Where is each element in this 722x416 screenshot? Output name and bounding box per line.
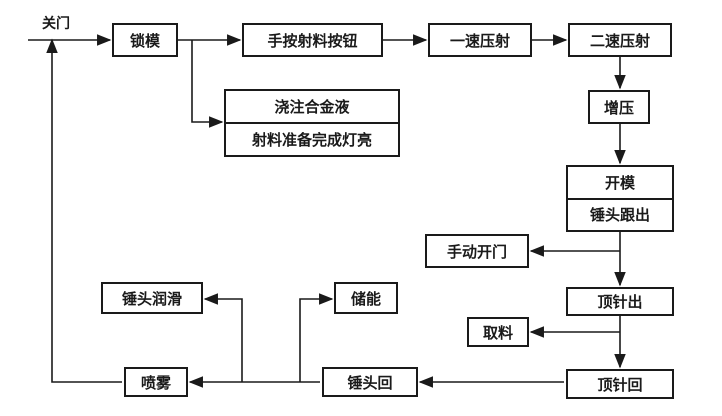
node-plunger-lubrication: 锤头润滑 — [101, 282, 203, 314]
node-manual-shot-button: 手按射料按钮 — [242, 23, 383, 57]
node-ejector-return: 顶针回 — [566, 369, 674, 399]
node-shot-ready-light: 射料准备完成灯亮 — [226, 122, 398, 155]
node-take-part: 取料 — [467, 317, 529, 347]
node-plunger-follow-out: 锤头跟出 — [568, 197, 672, 231]
start-label-close-door: 关门 — [42, 16, 70, 32]
node-ejector-out: 顶针出 — [566, 287, 674, 316]
node-spray: 喷雾 — [124, 367, 188, 397]
node-open-mold: 开模 — [604, 173, 635, 192]
node-manual-open-door: 手动开门 — [425, 234, 529, 268]
node-pour-alloy: 浇注合金液 — [274, 98, 350, 116]
node-accumulate-energy: 储能 — [334, 282, 398, 314]
arrow-spray-loop-back — [46, 38, 122, 383]
node-boost-pressure: 增压 — [588, 90, 650, 124]
node-pour-and-ready: 浇注合金液 射料准备完成灯亮 — [224, 89, 400, 157]
node-open-mold-group: 开模 锤头跟出 — [566, 165, 674, 232]
node-plunger-return: 锤头回 — [322, 367, 418, 397]
arrow-to-accumulate — [299, 293, 334, 382]
node-lock-mold: 锁模 — [112, 23, 178, 57]
node-second-speed-shot: 二速压射 — [568, 23, 672, 57]
arrow-lock-to-pour — [191, 40, 224, 128]
node-first-speed-shot: 一速压射 — [428, 23, 532, 57]
arrow-to-lubrication — [203, 293, 243, 382]
